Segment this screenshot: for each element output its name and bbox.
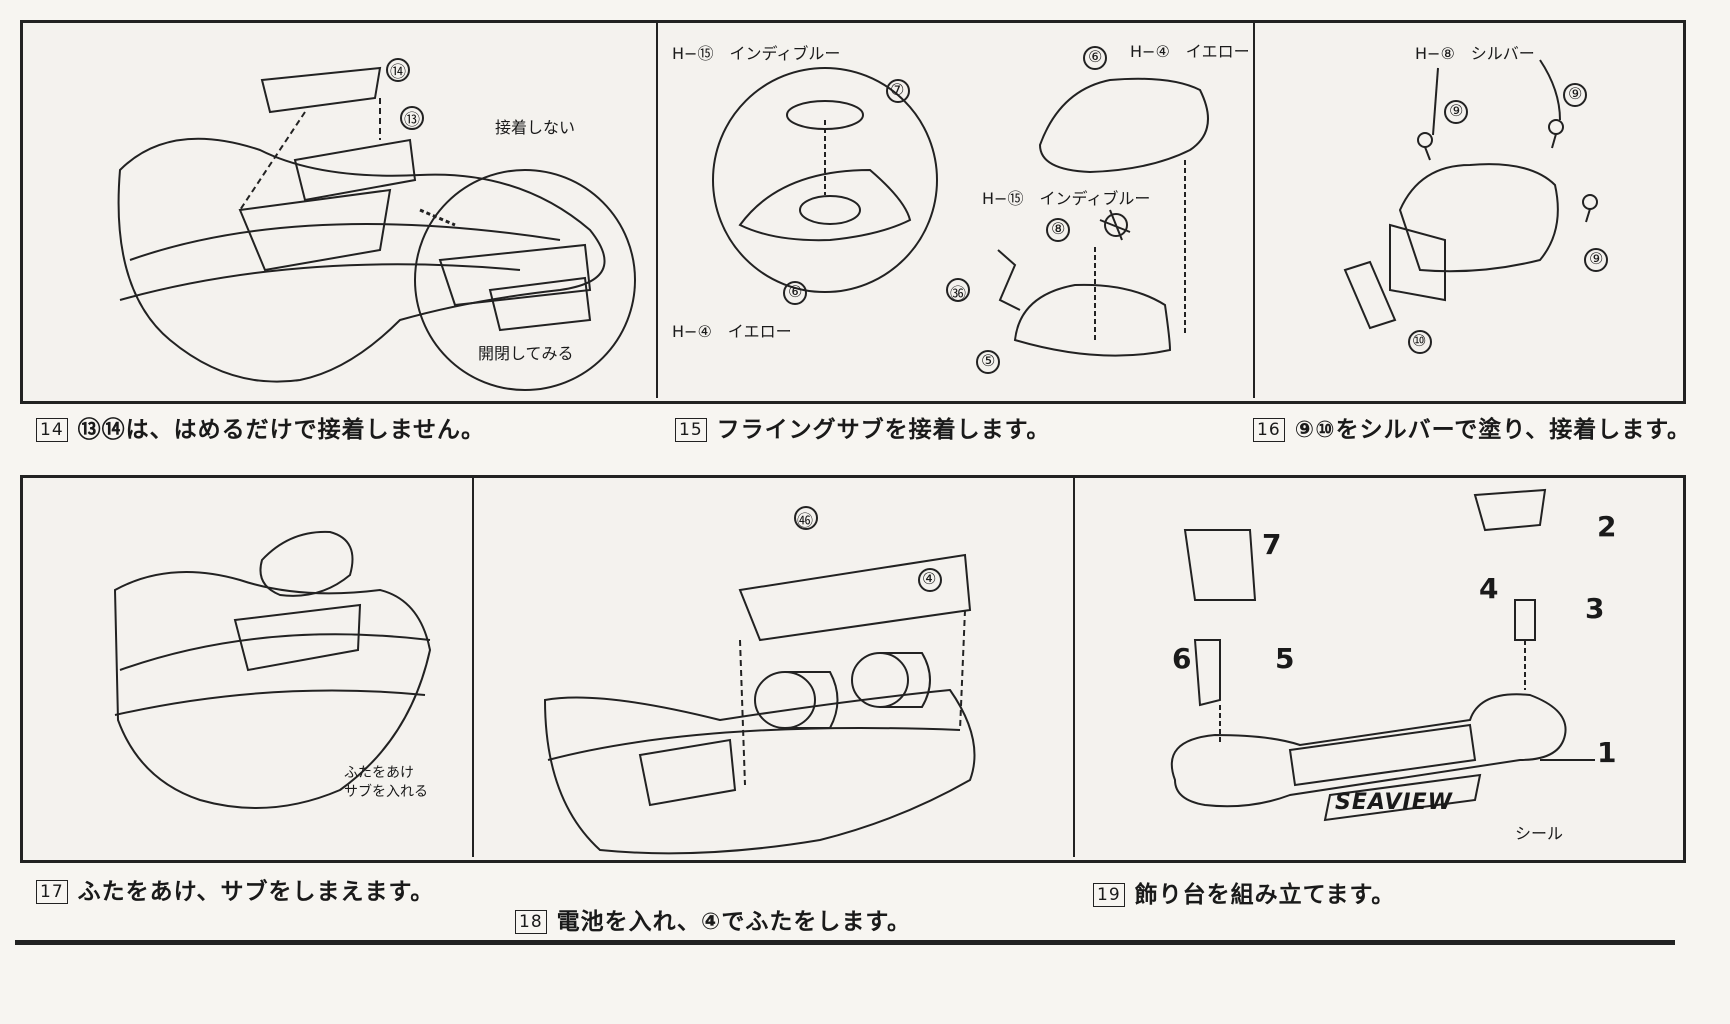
step15-caption: 15 フライングサブを接着します。 bbox=[675, 410, 1050, 444]
step18-part46-label: ㊻ bbox=[797, 511, 814, 530]
step16-part9a-label: ⑨ bbox=[1449, 101, 1464, 120]
step19-text: 飾り台を組み立てます。 bbox=[1134, 882, 1396, 908]
step15-text: フライングサブを接着します。 bbox=[716, 417, 1051, 443]
step17-number: 17 bbox=[36, 880, 68, 904]
step16-caption: 16 ⑨⑩をシルバーで塗り、接着します。 bbox=[1253, 410, 1691, 444]
step19-part1-label: 1 bbox=[1597, 736, 1617, 769]
top-divider-1 bbox=[656, 22, 658, 398]
step19-caption: 19 飾り台を組み立てます。 bbox=[1093, 875, 1395, 909]
step18-number: 18 bbox=[515, 910, 547, 934]
bottom-rule bbox=[15, 940, 1675, 945]
top-divider-2 bbox=[1253, 22, 1255, 398]
step15-h4-top-label: H−④ イエロー bbox=[1130, 42, 1250, 61]
step18-drawing bbox=[543, 506, 976, 855]
step19-seaview-logo: SEAVIEW bbox=[1335, 790, 1453, 815]
step19-part5-label: 5 bbox=[1275, 642, 1295, 675]
step18-text: 電池を入れ、④でふたをします。 bbox=[556, 909, 912, 935]
step19-part6-label: 6 bbox=[1172, 642, 1192, 675]
step15-drawing bbox=[712, 46, 1209, 374]
step18-part4-label: ④ bbox=[922, 569, 937, 588]
step15-part8-label: ⑧ bbox=[1051, 219, 1066, 238]
step19-drawing bbox=[1170, 488, 1595, 822]
step16-part10-label: ⑩ bbox=[1412, 331, 1427, 350]
step19-part2-label: 2 bbox=[1597, 510, 1617, 543]
step14-caption: 14 ⑬⑭は、はめるだけで接着しません。 bbox=[36, 410, 485, 444]
step14-drawing bbox=[117, 58, 636, 391]
step19-part4-label: 4 bbox=[1479, 572, 1499, 605]
step16-part9c-label: ⑨ bbox=[1589, 249, 1604, 268]
step15-part6b-label: ⑥ bbox=[1088, 47, 1103, 66]
step14-no-glue-label: 接着しない bbox=[495, 118, 576, 137]
step16-text: ⑨⑩をシルバーで塗り、接着します。 bbox=[1294, 417, 1691, 443]
step17-text: ふたをあけ、サブをしまえます。 bbox=[77, 879, 435, 905]
step16-part9b-label: ⑨ bbox=[1568, 84, 1583, 103]
step19-seal-label: シール bbox=[1515, 824, 1564, 843]
step16-h8-label: H−⑧ シルバー bbox=[1415, 44, 1535, 63]
step17-note-line1: ふたをあけ bbox=[344, 765, 414, 781]
step14-part13-label: ⑬ bbox=[404, 110, 421, 129]
bottom-panel-frame bbox=[20, 475, 1686, 863]
step17-note-line2: サブを入れる bbox=[344, 784, 428, 800]
step15-h15-mid-label: H−⑮ インディブルー bbox=[982, 189, 1151, 208]
step17-drawing bbox=[113, 530, 432, 809]
step17-caption: 17 ふたをあけ、サブをしまえます。 bbox=[36, 872, 434, 906]
step19-part3-label: 3 bbox=[1585, 592, 1605, 625]
step16-drawing bbox=[1343, 59, 1608, 354]
step14-text: ⑬⑭は、はめるだけで接着しません。 bbox=[77, 417, 485, 443]
step14-open-close-label: 開閉してみる bbox=[478, 344, 574, 363]
step16-number: 16 bbox=[1253, 418, 1285, 442]
step15-h4-bottom-label: H−④ イエロー bbox=[672, 322, 792, 341]
bottom-divider-1 bbox=[472, 477, 474, 857]
step14-number: 14 bbox=[36, 418, 68, 442]
step18-caption: 18 電池を入れ、④でふたをします。 bbox=[515, 902, 911, 936]
step14-part14-label: ⑭ bbox=[390, 62, 407, 81]
step15-part6a-label: ⑥ bbox=[788, 282, 803, 301]
step15-part36-label: ㊱ bbox=[950, 284, 967, 303]
step19-number: 19 bbox=[1093, 883, 1125, 907]
step19-part7-label: 7 bbox=[1262, 528, 1282, 561]
step15-h15-top-label: H−⑮ インディブルー bbox=[672, 44, 841, 63]
step15-part7-label: ⑦ bbox=[890, 80, 905, 99]
step15-part5-label: ⑤ bbox=[981, 351, 996, 370]
bottom-divider-2 bbox=[1073, 477, 1075, 857]
step15-number: 15 bbox=[675, 418, 707, 442]
